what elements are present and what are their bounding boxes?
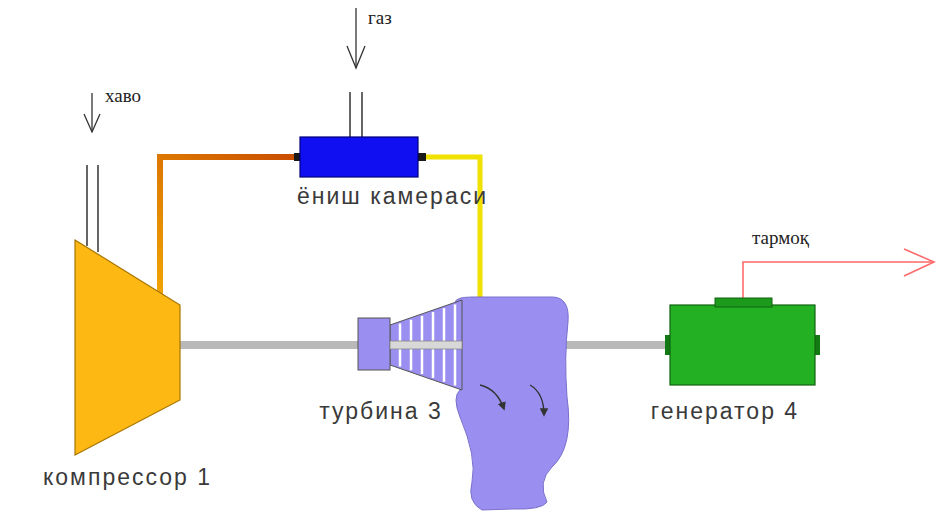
turbine: турбина 3 xyxy=(312,297,574,512)
air-inlet-arrow xyxy=(84,93,100,132)
exhaust-flow-arrow xyxy=(480,385,504,409)
node-label: компрессор 1 xyxy=(43,464,212,490)
node-label: турбина 3 xyxy=(319,398,443,424)
label-text: хаво xyxy=(105,86,141,107)
label-text: тармоқ xyxy=(752,228,809,249)
air-label: хаво xyxy=(105,86,141,107)
air-inlet-pipe xyxy=(87,165,98,252)
gas-inlet-pipe xyxy=(350,92,362,137)
gas-label: газ xyxy=(368,8,392,29)
air-pipe xyxy=(160,157,300,295)
compressor: компрессор 1 xyxy=(15,240,240,502)
generator-shaft xyxy=(566,341,670,349)
node-label: ёниш камераси xyxy=(297,183,488,209)
combustion-chamber: ёниш камераси xyxy=(285,137,500,212)
chamber-flange xyxy=(418,153,426,161)
hot-gas-pipe xyxy=(418,157,480,297)
compressor-shaft xyxy=(180,341,358,349)
label-text: газ xyxy=(368,8,392,29)
generator-terminal xyxy=(715,298,772,307)
generator: генератор 4 xyxy=(620,296,830,428)
grid-label: тармоқ xyxy=(752,228,809,249)
compressor-body xyxy=(75,240,180,455)
node-label: генератор 4 xyxy=(651,398,799,424)
grid-line-arrow xyxy=(743,249,934,298)
generator-body xyxy=(670,305,815,385)
compressor-shape xyxy=(15,240,240,502)
gas-inlet-arrow xyxy=(347,8,365,68)
chamber-body xyxy=(300,137,418,177)
exhaust-flow-arrow xyxy=(530,385,544,415)
